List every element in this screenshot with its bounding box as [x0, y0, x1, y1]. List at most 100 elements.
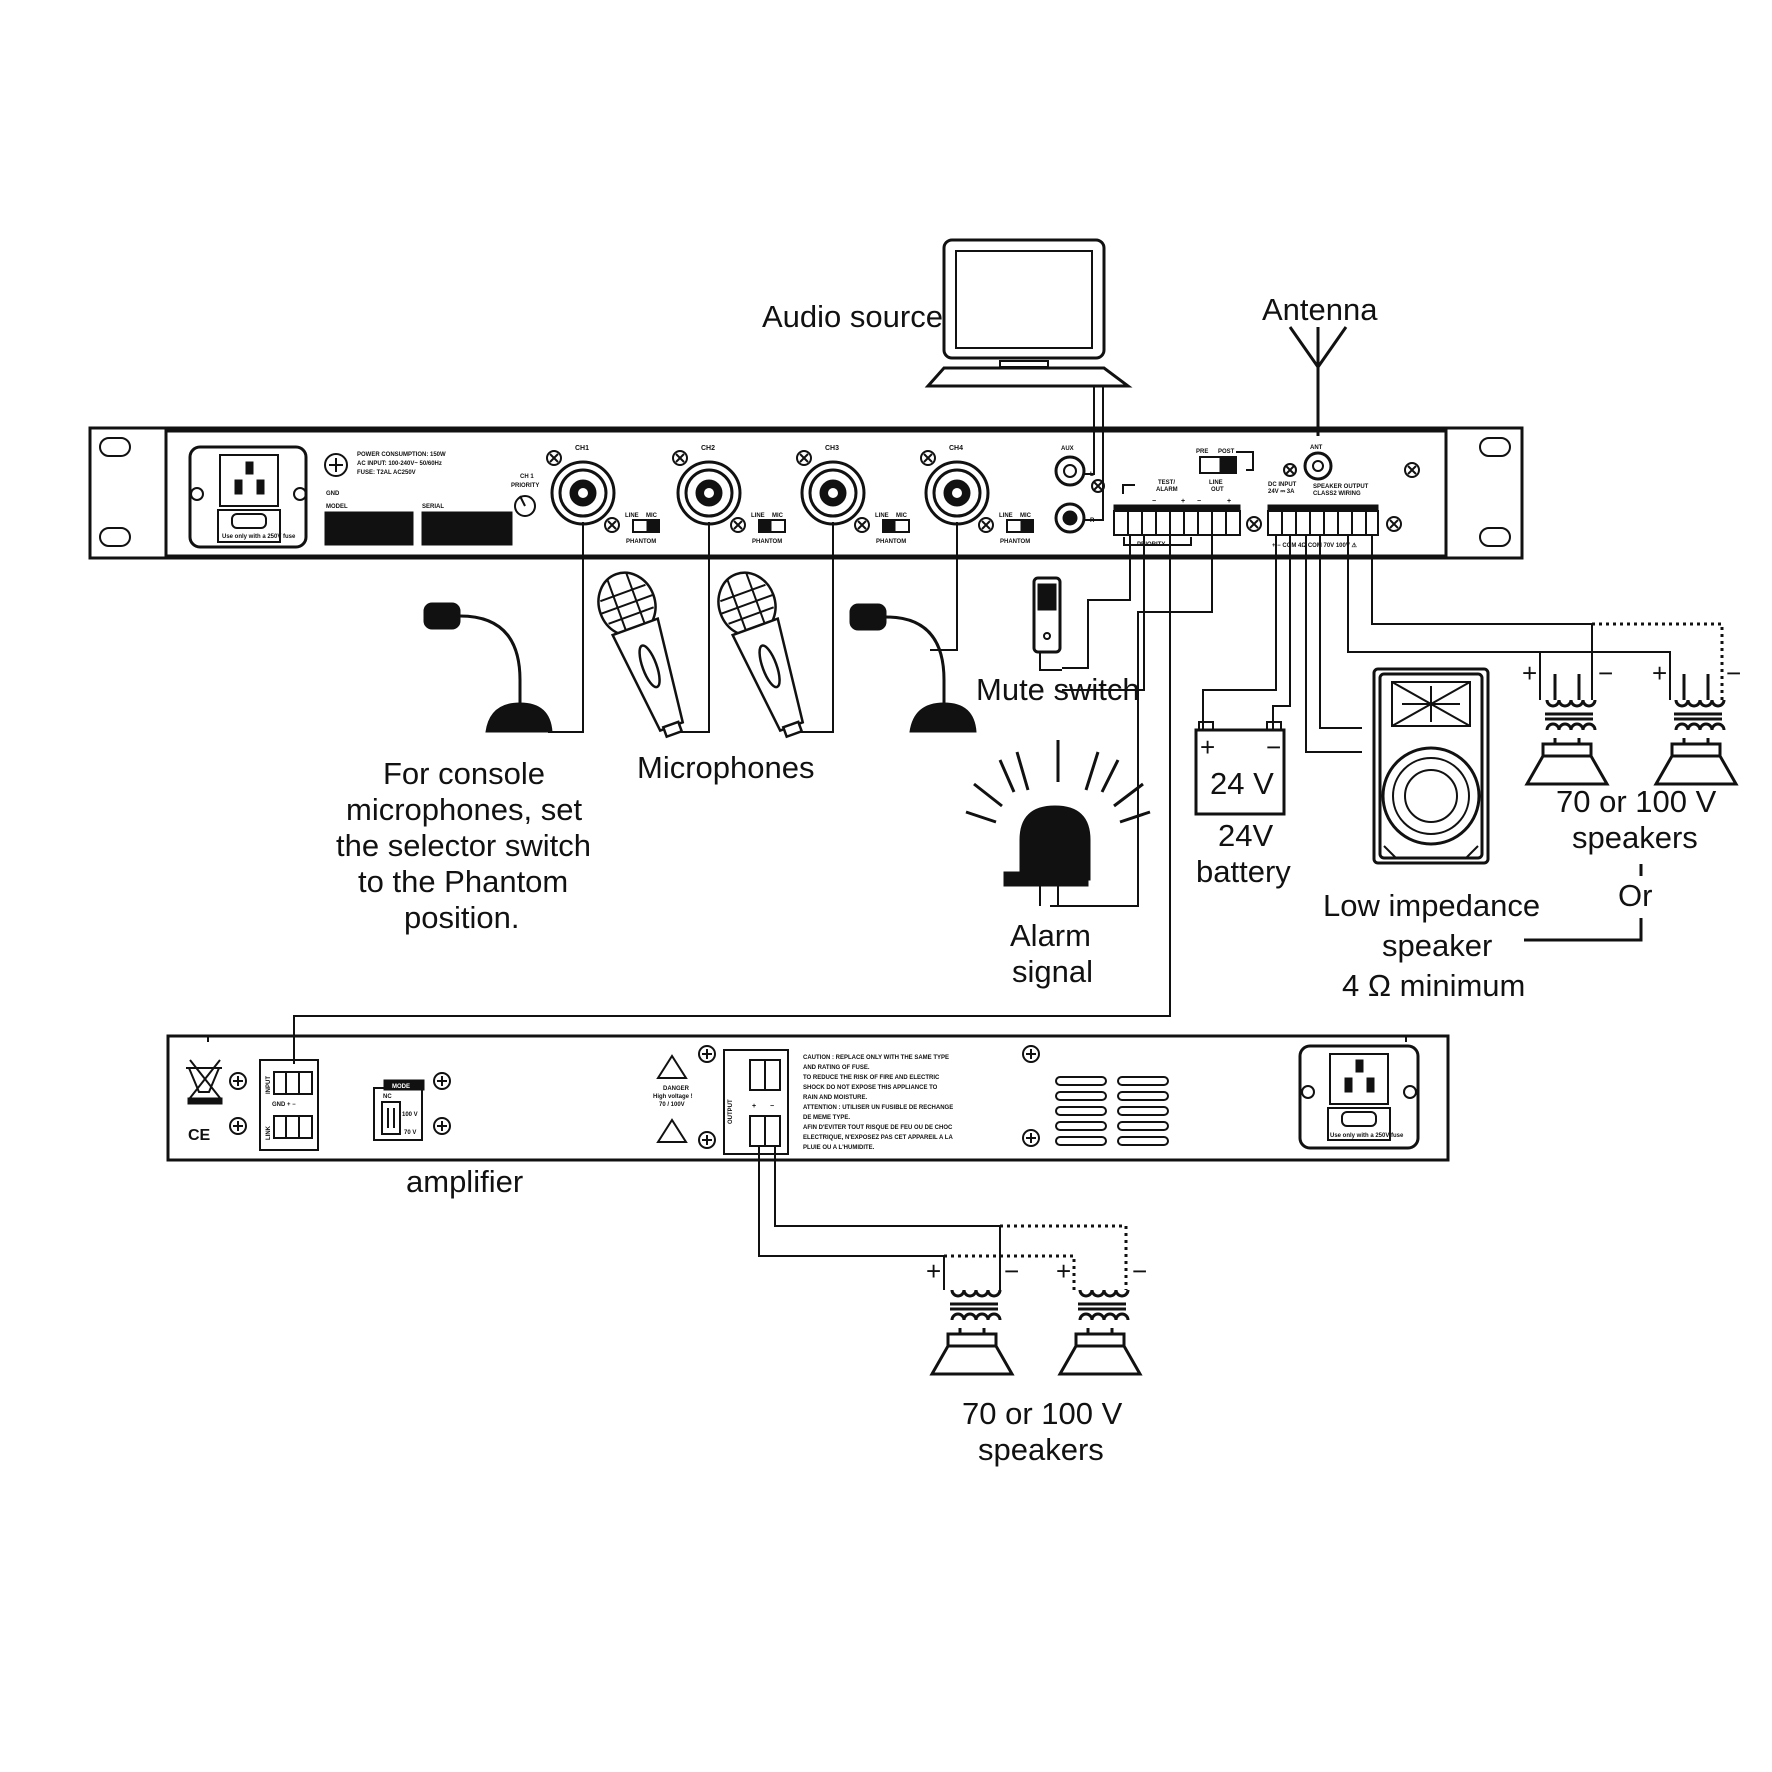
phantom-switch[interactable] — [882, 519, 910, 533]
danger-label-3: 70 / 100V — [659, 1102, 685, 1108]
low-impedance-speaker-icon — [1372, 667, 1490, 865]
aux-label: AUX — [1061, 446, 1074, 452]
pre-label: PRE — [1196, 449, 1208, 455]
speaker-plus: + — [1522, 658, 1537, 688]
dc-input-label-1: DC INPUT — [1268, 482, 1297, 488]
low-impedance-label-2: speaker — [1382, 928, 1492, 963]
screw-icon — [698, 1045, 716, 1063]
screw-icon — [730, 517, 746, 533]
ch1-label: CH1 — [575, 445, 589, 452]
battery-cable-minus — [1272, 535, 1291, 730]
fuse-note: Use only with a 250V fuse — [222, 534, 296, 540]
weee-icon — [186, 1059, 223, 1105]
v100-label: 100 V — [402, 1112, 418, 1118]
screw-icon — [672, 450, 688, 466]
screw-icon — [920, 450, 936, 466]
priority-label: PRIORITY — [1137, 542, 1165, 548]
dc-speaker-terminal-block[interactable] — [1267, 504, 1379, 536]
screw-icon — [229, 1117, 247, 1135]
amp-link-terminal[interactable] — [273, 1115, 313, 1139]
speaker-line-cable-100v — [1371, 535, 1593, 700]
caution-line-10: PLUIE OU A L'HUMIDITE. — [803, 1145, 875, 1151]
battery-label-2: battery — [1196, 854, 1291, 889]
high-voltage-warning-icon — [656, 1054, 688, 1143]
serial-plate — [421, 511, 513, 546]
amp-input-terminal[interactable] — [273, 1071, 313, 1095]
gnd-pm-label: GND + − — [272, 1102, 296, 1108]
mode-label: MODE — [392, 1084, 410, 1090]
ch4-label: CH4 — [949, 445, 963, 452]
screw-icon — [854, 517, 870, 533]
line-label: LINE — [875, 513, 889, 519]
speaker-plus: + — [926, 1256, 941, 1286]
aux-cable — [1083, 386, 1104, 521]
line-speaker-icon — [1524, 674, 1610, 786]
speaker-line-cable-com — [1347, 535, 1671, 700]
phantom-switch[interactable] — [632, 519, 660, 533]
combo-jack-icon[interactable] — [924, 460, 990, 526]
console-note-line-4: to the Phantom — [358, 864, 568, 899]
speakers-top-label-2: speakers — [1572, 820, 1698, 855]
line-out-label-2: OUT — [1211, 487, 1224, 493]
serial-label: SERIAL — [422, 504, 444, 510]
power-info-line-1: POWER CONSUMPTION: 150W — [357, 452, 446, 458]
ch3-label: CH3 — [825, 445, 839, 452]
combo-jack-icon[interactable] — [676, 460, 742, 526]
screw-icon — [546, 450, 562, 466]
console-microphone-icon — [849, 603, 977, 733]
amp-aux-terminal[interactable] — [749, 1059, 781, 1091]
ch2-label: CH2 — [701, 445, 715, 452]
combo-jack-icon[interactable] — [550, 460, 616, 526]
line-out-label-1: LINE — [1209, 480, 1223, 486]
danger-label-2: High voltage ! — [653, 1094, 693, 1100]
channel-1: CH1 LINE MIC PHANTOM — [546, 445, 660, 545]
mode-switch[interactable] — [381, 1101, 401, 1135]
handheld-microphone-icon — [597, 571, 685, 739]
channel-3: CH3 LINE MIC PHANTOM — [796, 445, 910, 545]
mute-switch-cable — [1062, 535, 1145, 691]
output-minus: − — [770, 1103, 774, 1110]
combo-jack-icon[interactable] — [800, 460, 866, 526]
handheld-microphone-icon — [717, 571, 805, 739]
polarity-minus: − — [1197, 498, 1201, 505]
model-plate — [324, 511, 414, 546]
rca-jack-icon[interactable] — [1054, 455, 1086, 487]
control-terminal-block[interactable] — [1113, 504, 1241, 536]
speaker-minus: − — [1726, 658, 1741, 688]
rca-jack-icon[interactable] — [1054, 502, 1086, 534]
screw-icon — [1022, 1045, 1040, 1063]
speaker-output-label-2: CLASS2 WIRING — [1313, 491, 1361, 497]
polarity-plus: + — [1181, 498, 1185, 505]
antenna-jack-icon[interactable] — [1303, 451, 1333, 481]
dc-input-label-2: 24V ⎓ 3A — [1268, 489, 1295, 495]
pre-post-switch[interactable] — [1199, 456, 1237, 474]
priority-knob-icon[interactable] — [514, 495, 536, 517]
mic-label: MIC — [1020, 513, 1032, 519]
mic-cable-2 — [676, 522, 710, 733]
alarm-cable — [1050, 535, 1213, 907]
speaker-plus: + — [1056, 1256, 1071, 1286]
input-label: INPUT — [266, 1076, 272, 1094]
phantom-switch[interactable] — [758, 519, 786, 533]
line-speaker-icon — [1653, 674, 1739, 786]
speaker-output-label-1: SPEAKER OUTPUT — [1313, 484, 1369, 490]
phantom-switch[interactable] — [1006, 519, 1034, 533]
test-alarm-label-1: TEST/ — [1158, 480, 1175, 486]
console-note-line-3: the selector switch — [336, 828, 591, 863]
alarm-beacon-icon — [965, 740, 1151, 906]
screw-icon — [1022, 1129, 1040, 1147]
caution-line-9: ELECTRIQUE, N'EXPOSEZ PAS CET APPAREIL A… — [803, 1135, 953, 1141]
caution-line-5: RAIN AND MOISTURE. — [803, 1095, 867, 1101]
amp-output-terminal[interactable] — [749, 1115, 781, 1147]
or-label: Or — [1618, 878, 1652, 913]
caution-line-7: DE MEME TYPE. — [803, 1115, 850, 1121]
line-speaker-icon — [1057, 1289, 1143, 1376]
mute-switch-label: Mute switch — [976, 672, 1140, 707]
screw-icon — [433, 1117, 451, 1135]
mic-cable-3 — [795, 522, 834, 733]
alarm-signal-label-2: signal — [1012, 954, 1093, 989]
power-inlet-icon — [1298, 1044, 1420, 1150]
battery-minus: − — [1266, 732, 1281, 762]
screw-icon — [604, 517, 620, 533]
line-label: LINE — [751, 513, 765, 519]
